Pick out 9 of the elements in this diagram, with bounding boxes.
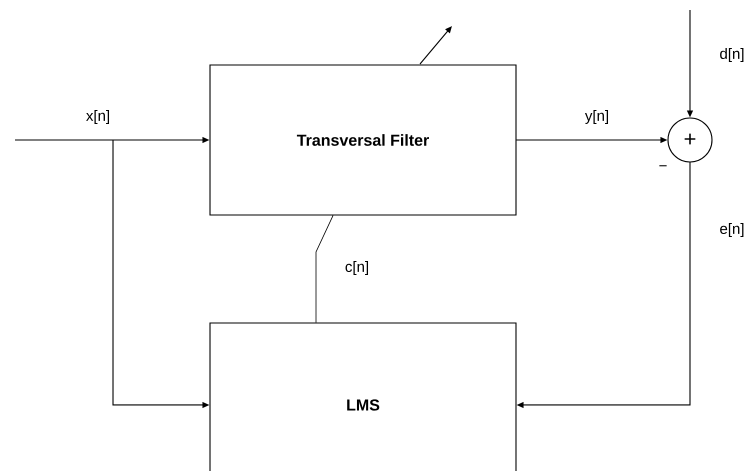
edge-label: x[n]: [84, 109, 112, 125]
lms-box: LMS: [209, 322, 517, 471]
edge-label: e[n]: [718, 222, 746, 238]
minus-sign: −: [659, 165, 667, 166]
edge-label: d[n]: [718, 47, 746, 63]
summing-junction: +: [667, 117, 713, 163]
filter-box: Transversal Filter: [209, 64, 517, 216]
edge-label: c[n]: [344, 260, 370, 276]
edge-label: y[n]: [584, 109, 610, 125]
